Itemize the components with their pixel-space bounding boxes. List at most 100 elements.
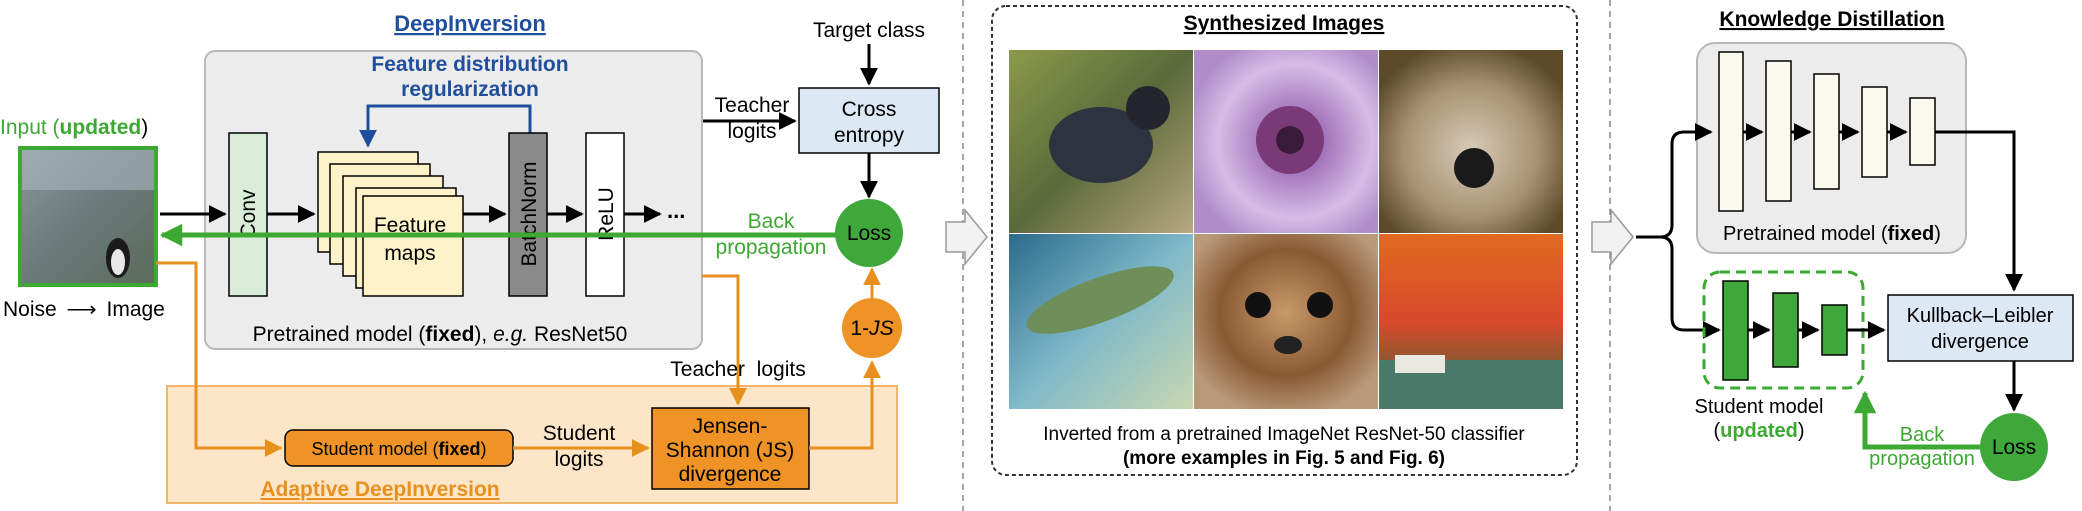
image-label: Image <box>107 298 165 321</box>
kd-teacher-layer <box>1813 73 1840 190</box>
target-class-label: Target class <box>813 19 925 42</box>
student-fixed-suffix: ) <box>481 439 487 459</box>
batchnorm-label: BatchNorm <box>518 161 541 266</box>
adaptive-title: Adaptive DeepInversion <box>260 478 499 501</box>
teacher-logits-upper-line1: Teacher <box>715 94 790 117</box>
pretrained-caption-eg: e.g. <box>493 323 528 346</box>
kd-student-line1: Student model <box>1695 396 1824 418</box>
input-label-updated: updated <box>60 116 142 139</box>
kd-student-line2: (updated) <box>1713 420 1804 442</box>
noise-arrow-glyph: ⟶ <box>67 298 97 321</box>
pretrained-model-caption: Pretrained model (fixed), e.g. ResNet50 <box>253 323 628 346</box>
kd-teacher-layer <box>1765 60 1792 202</box>
js-divergence-line2: Shannon (JS) <box>666 439 794 462</box>
bird-body <box>1049 107 1153 183</box>
student-logits-line2: logits <box>554 448 603 471</box>
kd-teacher-to-kl-arrow <box>1967 130 2023 292</box>
input-label-prefix: Input ( <box>0 116 60 139</box>
synthesized-panel: Synthesized Images Inverted from a pretr… <box>991 5 1578 476</box>
pretrained-caption-fixed: fixed <box>425 323 474 346</box>
tree-boat <box>1395 355 1445 373</box>
kd-backprop-line1: Back <box>1900 424 1945 446</box>
one-minus-js-prefix: 1- <box>850 317 869 340</box>
cross-entropy-box <box>798 87 940 154</box>
flow-chevron-1 <box>945 207 988 267</box>
kd-student-layer <box>1722 280 1749 381</box>
fdr-arrow <box>359 104 532 148</box>
kd-student-paren-close: ) <box>1798 420 1805 442</box>
kd-student-paren-open: ( <box>1713 420 1720 442</box>
kd-panel: Knowledge Distillation Pretrained model … <box>1636 8 2074 481</box>
noise-label: Noise <box>3 298 57 321</box>
kd-teacher-layer <box>1718 51 1744 212</box>
conv-label: Conv <box>237 189 260 239</box>
student-fixed-bold: fixed <box>439 439 481 459</box>
feature-maps-label-line1: Feature <box>374 214 446 237</box>
kl-divergence-box <box>1887 294 2074 362</box>
input-image-penguin-belly <box>111 249 125 275</box>
squirrel-eye-left <box>1245 292 1271 318</box>
kd-pretrained-fixed: fixed <box>1888 223 1935 245</box>
fdr-label-line2: regularization <box>401 78 539 101</box>
noise-image-label: Noise ⟶ Image <box>3 298 165 321</box>
feature-maps-label-line2: maps <box>384 242 435 265</box>
more-layers-ellipsis: ... <box>667 198 685 223</box>
pretrained-caption-mid: ), <box>474 323 493 346</box>
teacher-logits-lower-label: Teacher logits <box>670 358 805 381</box>
student-fixed-prefix: Student model ( <box>311 439 438 459</box>
image-grid <box>1009 50 1563 409</box>
deepinversion-title: DeepInversion <box>394 11 546 36</box>
synth-image-dog <box>1379 50 1563 233</box>
deepinversion-panel: DeepInversion Feature distribution regul… <box>0 11 940 504</box>
dog-nose <box>1454 148 1494 188</box>
teacher-logits-upper-line2: logits <box>727 120 776 143</box>
synthesized-caption-line2: (more examples in Fig. 5 and Fig. 6) <box>1123 448 1445 469</box>
kd-loss-label: Loss <box>1992 436 2036 459</box>
kd-loss-node <box>1980 413 2048 481</box>
flow-chevron-2 <box>1591 207 1634 267</box>
js-divergence-box <box>651 407 810 490</box>
kd-pretrained-caption: Pretrained model (fixed) <box>1723 223 1941 245</box>
kl-divergence-line2: divergence <box>1931 331 2029 353</box>
kl-divergence-line1: Kullback–Leibler <box>1907 305 2054 327</box>
conv-block <box>228 132 268 297</box>
batchnorm-block <box>508 132 548 297</box>
kd-student-layer <box>1821 304 1848 356</box>
synthesized-title: Synthesized Images <box>1184 12 1385 35</box>
kd-teacher-layer <box>1909 97 1936 166</box>
kd-pretrained-suffix: ) <box>1934 223 1941 245</box>
kd-backprop-line2: propagation <box>1869 448 1975 470</box>
teacher-logits-orange-path <box>702 274 747 406</box>
fish-body <box>1026 266 1174 334</box>
kd-teacher-layer <box>1861 86 1888 178</box>
student-logits-line1: Student <box>543 422 616 445</box>
one-minus-js-label: 1-JS <box>850 317 893 340</box>
input-to-student-orange-path <box>156 261 283 457</box>
input-image-sky <box>22 150 154 190</box>
backprop-label-line1: Back <box>748 210 795 233</box>
synth-image-squirrel <box>1194 234 1378 409</box>
squirrel-eye-right <box>1307 292 1333 318</box>
cross-entropy-line2: entropy <box>834 124 905 147</box>
js-divergence-line3: divergence <box>679 463 782 486</box>
relu-block <box>585 132 625 297</box>
student-model-fixed-label: Student model (fixed) <box>311 439 486 459</box>
input-label: Input (updated) <box>0 116 148 139</box>
pretrained-caption-suffix: ResNet50 <box>528 323 627 346</box>
fdr-label-line1: Feature distribution <box>371 53 568 76</box>
kd-student-updated: updated <box>1720 420 1798 442</box>
loss-node <box>835 199 903 267</box>
bird-head <box>1126 86 1170 130</box>
pretrained-caption-prefix: Pretrained model ( <box>253 323 426 346</box>
one-minus-js-node <box>842 298 902 358</box>
kd-student-layer <box>1772 292 1799 368</box>
kd-split-connector-lower <box>1659 235 1721 339</box>
one-minus-js-italic: JS <box>868 317 894 340</box>
kd-pretrained-prefix: Pretrained model ( <box>1723 223 1888 245</box>
flower-core <box>1276 126 1304 154</box>
squirrel-nose <box>1274 336 1302 354</box>
loss-label: Loss <box>847 222 891 245</box>
relu-label: ReLU <box>595 187 618 241</box>
js-to-onejs-path <box>809 360 881 450</box>
